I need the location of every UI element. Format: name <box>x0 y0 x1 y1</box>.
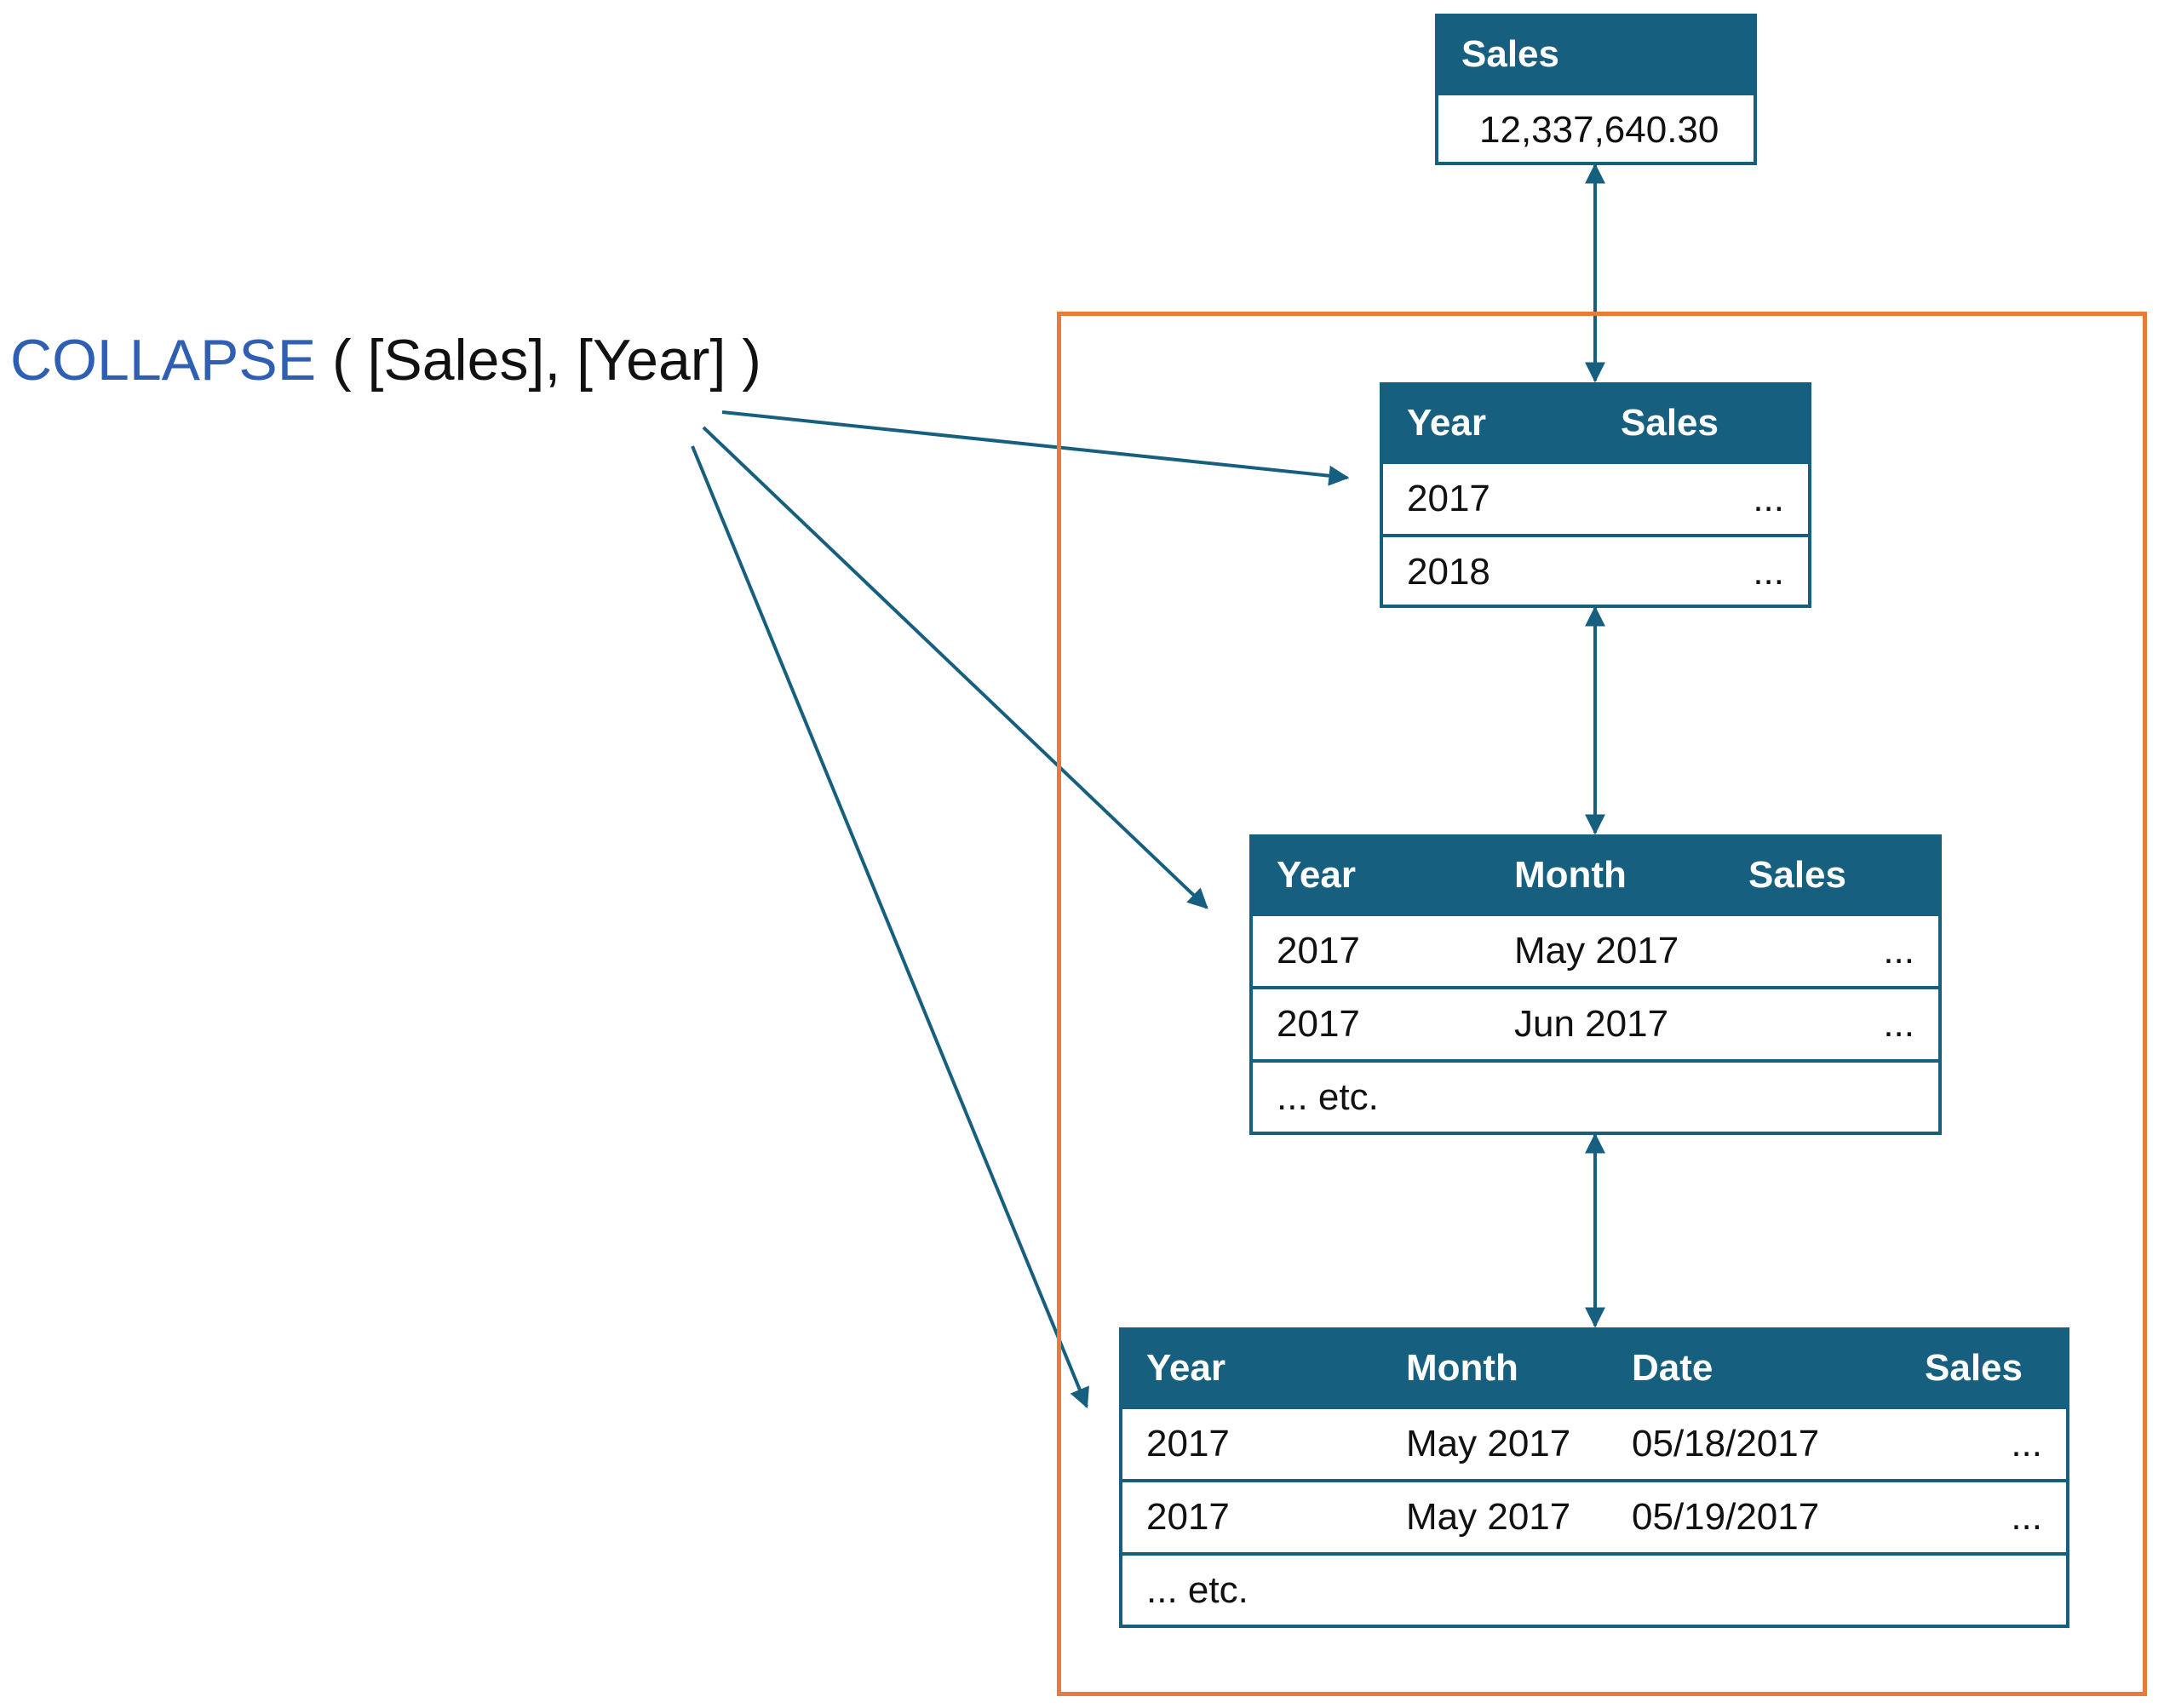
table-row: 2017 May 2017 05/18/2017 ... <box>1122 1406 2066 1479</box>
arrow-formula-to-date-table <box>691 445 1089 1409</box>
table-row-etc: ... etc. <box>1122 1552 2066 1625</box>
month-sales-table: Year Month Sales 2017 May 2017 ... 2017 … <box>1249 834 1942 1135</box>
date-cell: 05/18/2017 <box>1632 1423 1820 1464</box>
function-arguments: ( [Sales], [Year] ) <box>316 328 761 393</box>
table-row: 2017 May 2017 05/19/2017 ... <box>1122 1479 2066 1552</box>
year-cell: 2017 <box>1146 1423 1230 1464</box>
header-year: Year <box>1407 402 1486 444</box>
collapse-formula: COLLAPSE ( [Sales], [Year] ) <box>10 322 761 398</box>
table-row: 2017 May 2017 ... <box>1253 913 1938 986</box>
month-cell: May 2017 <box>1514 930 1679 971</box>
header-year: Year <box>1146 1347 1226 1389</box>
year-cell: 2017 <box>1277 1003 1360 1045</box>
year-cell: 2017 <box>1407 478 1490 519</box>
sales-cell: ... <box>1753 478 1784 519</box>
table-row: 12,337,640.30 <box>1438 92 1754 165</box>
sales-cell: ... <box>1883 930 1914 971</box>
sales-cell: ... <box>1883 1003 1914 1045</box>
header-month: Month <box>1514 854 1627 896</box>
total-sales-table: Sales 12,337,640.30 <box>1435 14 1757 165</box>
etc-cell: ... etc. <box>1146 1569 1248 1611</box>
table-row: 2017 ... <box>1383 461 1808 534</box>
table-row: 2017 Jun 2017 ... <box>1253 986 1938 1059</box>
year-cell: 2018 <box>1407 551 1490 593</box>
table-row: 2018 ... <box>1383 534 1808 607</box>
month-cell: May 2017 <box>1406 1423 1571 1464</box>
sales-cell: ... <box>2011 1496 2042 1538</box>
arrow-formula-to-month-table <box>702 426 1208 909</box>
table-header: Year Sales <box>1383 386 1808 461</box>
collapse-frame <box>1057 312 2147 1696</box>
header-month: Month <box>1406 1347 1518 1389</box>
function-name: COLLAPSE <box>10 328 317 393</box>
arrow-formula-to-year-table <box>721 410 1350 486</box>
header-sales: Sales <box>1748 854 1846 896</box>
etc-cell: ... etc. <box>1277 1076 1379 1118</box>
table-header: Sales <box>1438 17 1754 92</box>
month-cell: May 2017 <box>1406 1496 1571 1538</box>
date-sales-table: Year Month Date Sales 2017 May 2017 05/1… <box>1119 1327 2069 1628</box>
header-year: Year <box>1277 854 1356 896</box>
year-cell: 2017 <box>1277 930 1360 971</box>
header-sales: Sales <box>1621 402 1719 444</box>
table-header: Year Month Sales <box>1253 838 1938 913</box>
table-header: Year Month Date Sales <box>1122 1331 2066 1406</box>
header-date: Date <box>1632 1347 1713 1389</box>
year-sales-table: Year Sales 2017 ... 2018 ... <box>1380 382 1811 608</box>
header-sales: Sales <box>1925 1347 2023 1389</box>
table-row-etc: ... etc. <box>1253 1059 1938 1132</box>
year-cell: 2017 <box>1146 1496 1230 1538</box>
month-cell: Jun 2017 <box>1514 1003 1669 1045</box>
date-cell: 05/19/2017 <box>1632 1496 1820 1538</box>
sales-cell: ... <box>1753 551 1784 593</box>
sales-cell: ... <box>2011 1423 2042 1464</box>
header-sales: Sales <box>1461 33 1559 75</box>
total-sales-value: 12,337,640.30 <box>1479 109 1719 151</box>
